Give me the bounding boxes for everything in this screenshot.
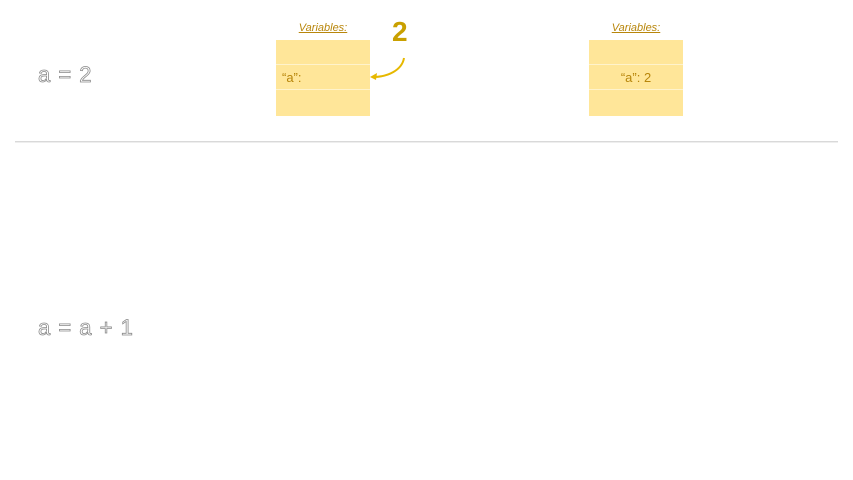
variable-row [589, 40, 683, 65]
variable-row [276, 40, 370, 65]
variable-row-a: “a”: 2 [589, 65, 683, 90]
variables-table-before: “a”: [276, 40, 370, 116]
assigned-value: 2 [392, 16, 408, 47]
variable-row [276, 90, 370, 116]
code-line-assign: a = 2 [38, 62, 93, 88]
variable-row [589, 90, 683, 116]
variables-title-after: Variables: [611, 22, 661, 34]
code-line-increment: a = a + 1 [38, 315, 134, 341]
variables-title-before: Variables: [298, 22, 348, 34]
section-divider [15, 141, 838, 143]
curved-arrow-icon [370, 57, 405, 80]
variable-row-a: “a”: [276, 65, 370, 90]
variables-table-after: “a”: 2 [589, 40, 683, 116]
